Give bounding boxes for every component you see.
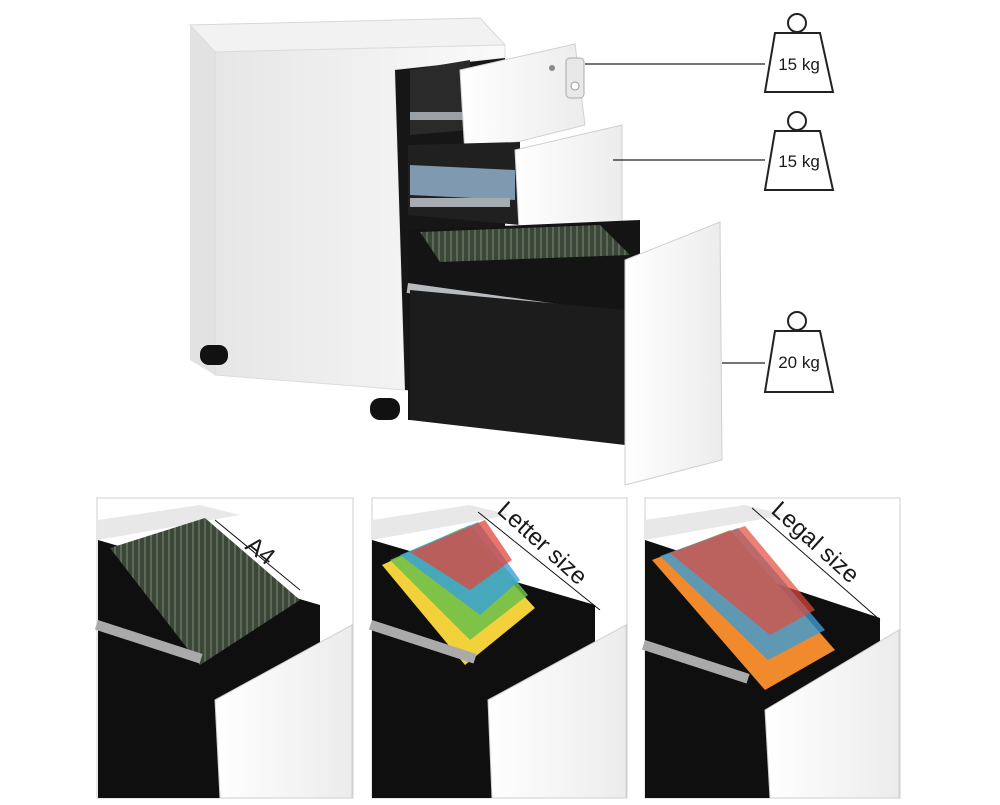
panel-legal: Legal size bbox=[641, 496, 901, 799]
weight-label-top: 15 kg bbox=[778, 55, 820, 74]
caster-wheel bbox=[370, 398, 400, 420]
lock-icon bbox=[549, 65, 555, 71]
caster-wheel bbox=[200, 345, 228, 365]
weight-callout-middle: 15 kg bbox=[613, 111, 835, 191]
middle-drawer bbox=[408, 124, 623, 249]
panel-a4: A4 bbox=[94, 497, 354, 799]
weight-icon bbox=[763, 32, 835, 93]
hanging-folders bbox=[382, 520, 535, 665]
weight-callout-top: 15 kg bbox=[585, 13, 835, 93]
hanging-folders bbox=[110, 518, 300, 665]
weight-icon bbox=[763, 130, 835, 191]
panel-letter: Letter size bbox=[368, 496, 628, 799]
weight-label-bottom: 20 kg bbox=[778, 353, 820, 372]
weight-label-middle: 15 kg bbox=[778, 152, 820, 171]
drawer-key bbox=[565, 57, 585, 99]
weight-icon bbox=[763, 330, 835, 393]
top-drawer bbox=[410, 43, 586, 156]
bottom-drawer bbox=[406, 220, 723, 486]
weight-callout-bottom: 20 kg bbox=[722, 311, 835, 393]
hanging-folders bbox=[652, 526, 835, 690]
